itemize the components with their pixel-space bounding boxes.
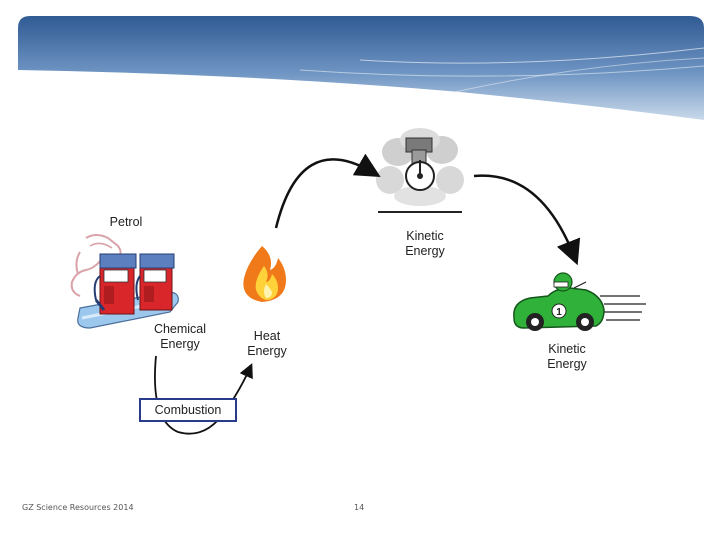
kinetic-energy-car-label: Kinetic Energy	[547, 342, 587, 371]
arrow-heat-to-kinetic	[274, 153, 381, 229]
arrow-chemical-to-heat	[154, 355, 253, 435]
heat-energy-label: Heat Energy	[247, 329, 287, 358]
kinetic-energy-engine-label: Kinetic Energy	[405, 229, 445, 258]
fuel-pump-icon	[70, 234, 179, 329]
flame-icon	[243, 246, 286, 302]
combustion-box: Combustion	[139, 398, 237, 422]
petrol-label: Petrol	[109, 215, 143, 229]
arrow-engine-to-car	[473, 174, 581, 266]
race-car-icon: 1	[513, 272, 646, 331]
page-number: 14	[354, 503, 365, 512]
header-banner	[18, 16, 705, 126]
footer-credit: GZ Science Resources 2014	[22, 503, 134, 512]
engine-piston-icon	[376, 128, 464, 213]
car-number: 1	[556, 307, 562, 318]
chemical-energy-label: Chemical Energy	[153, 322, 207, 351]
